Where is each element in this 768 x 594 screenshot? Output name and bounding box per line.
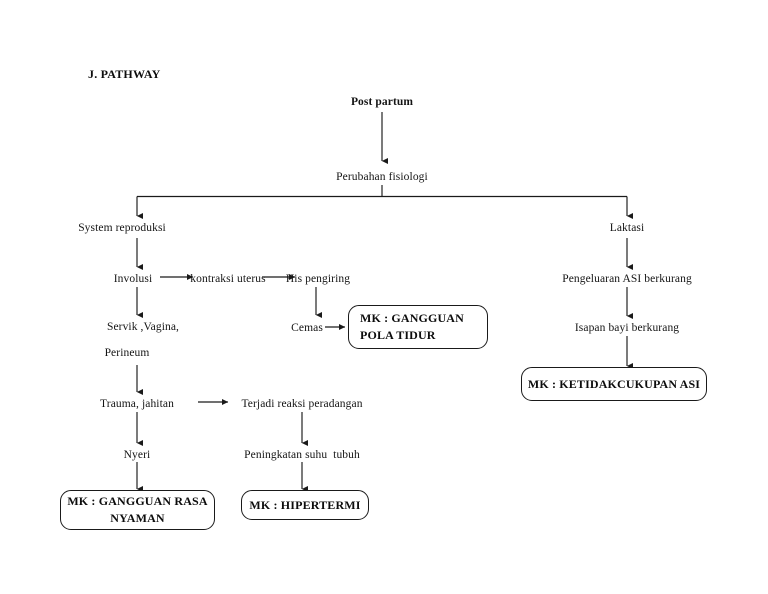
diagnosis-pola-tidur-line2: POLA TIDUR (360, 328, 436, 342)
diagnosis-hipertermi-line1: MK : HIPERTERMI (249, 497, 361, 512)
node-laktasi: Laktasi (609, 222, 645, 234)
node-kontraksi-uterus: kontraksi uterus (190, 273, 266, 285)
node-perineum: Perineum (104, 347, 150, 359)
diagnosis-box-gangguan-rasa-nyaman[interactable]: MK : GANGGUAN RASA NYAMAN (60, 490, 215, 530)
diagnosis-rasa-nyaman-line2: NYAMAN (110, 511, 165, 525)
node-peningkatan-suhu-tubuh: Peningkatan suhu tubuh (244, 449, 360, 461)
node-post-partum: Post partum (350, 96, 414, 108)
node-pengeluaran-asi-berkurang: Pengeluaran ASI berkurang (562, 273, 692, 285)
diagnosis-ketidakcukupan-asi-line1: MK : KETIDAKCUKUPAN ASI (527, 376, 701, 391)
diagnosis-box-gangguan-pola-tidur[interactable]: MK : GANGGUAN POLA TIDUR (348, 305, 488, 349)
diagnosis-rasa-nyaman-line1: MK : GANGGUAN RASA (67, 494, 208, 509)
node-system-reproduksi: System reproduksi (78, 222, 166, 234)
diagnosis-box-ketidakcukupan-asi[interactable]: MK : KETIDAKCUKUPAN ASI (521, 367, 707, 401)
diagnosis-box-hipertermi[interactable]: MK : HIPERTERMI (241, 490, 369, 520)
node-his-pengiring: His pengiring (285, 273, 351, 285)
node-perubahan-fisiologi: Perubahan fisiologi (336, 171, 428, 183)
node-nyeri: Nyeri (123, 449, 151, 461)
node-trauma-jahitan: Trauma, jahitan (100, 398, 174, 410)
node-cemas: Cemas (291, 322, 323, 334)
page-title: J. PATHWAY (88, 67, 161, 81)
node-involusi: Involusi (113, 273, 153, 285)
diagnosis-pola-tidur-line1: MK : GANGGUAN (360, 311, 464, 326)
node-terjadi-reaksi-peradangan: Terjadi reaksi peradangan (241, 398, 363, 410)
node-isapan-bayi-berkurang: Isapan bayi berkurang (574, 322, 680, 334)
node-servik-vagina: Servik ,Vagina, (106, 321, 180, 333)
